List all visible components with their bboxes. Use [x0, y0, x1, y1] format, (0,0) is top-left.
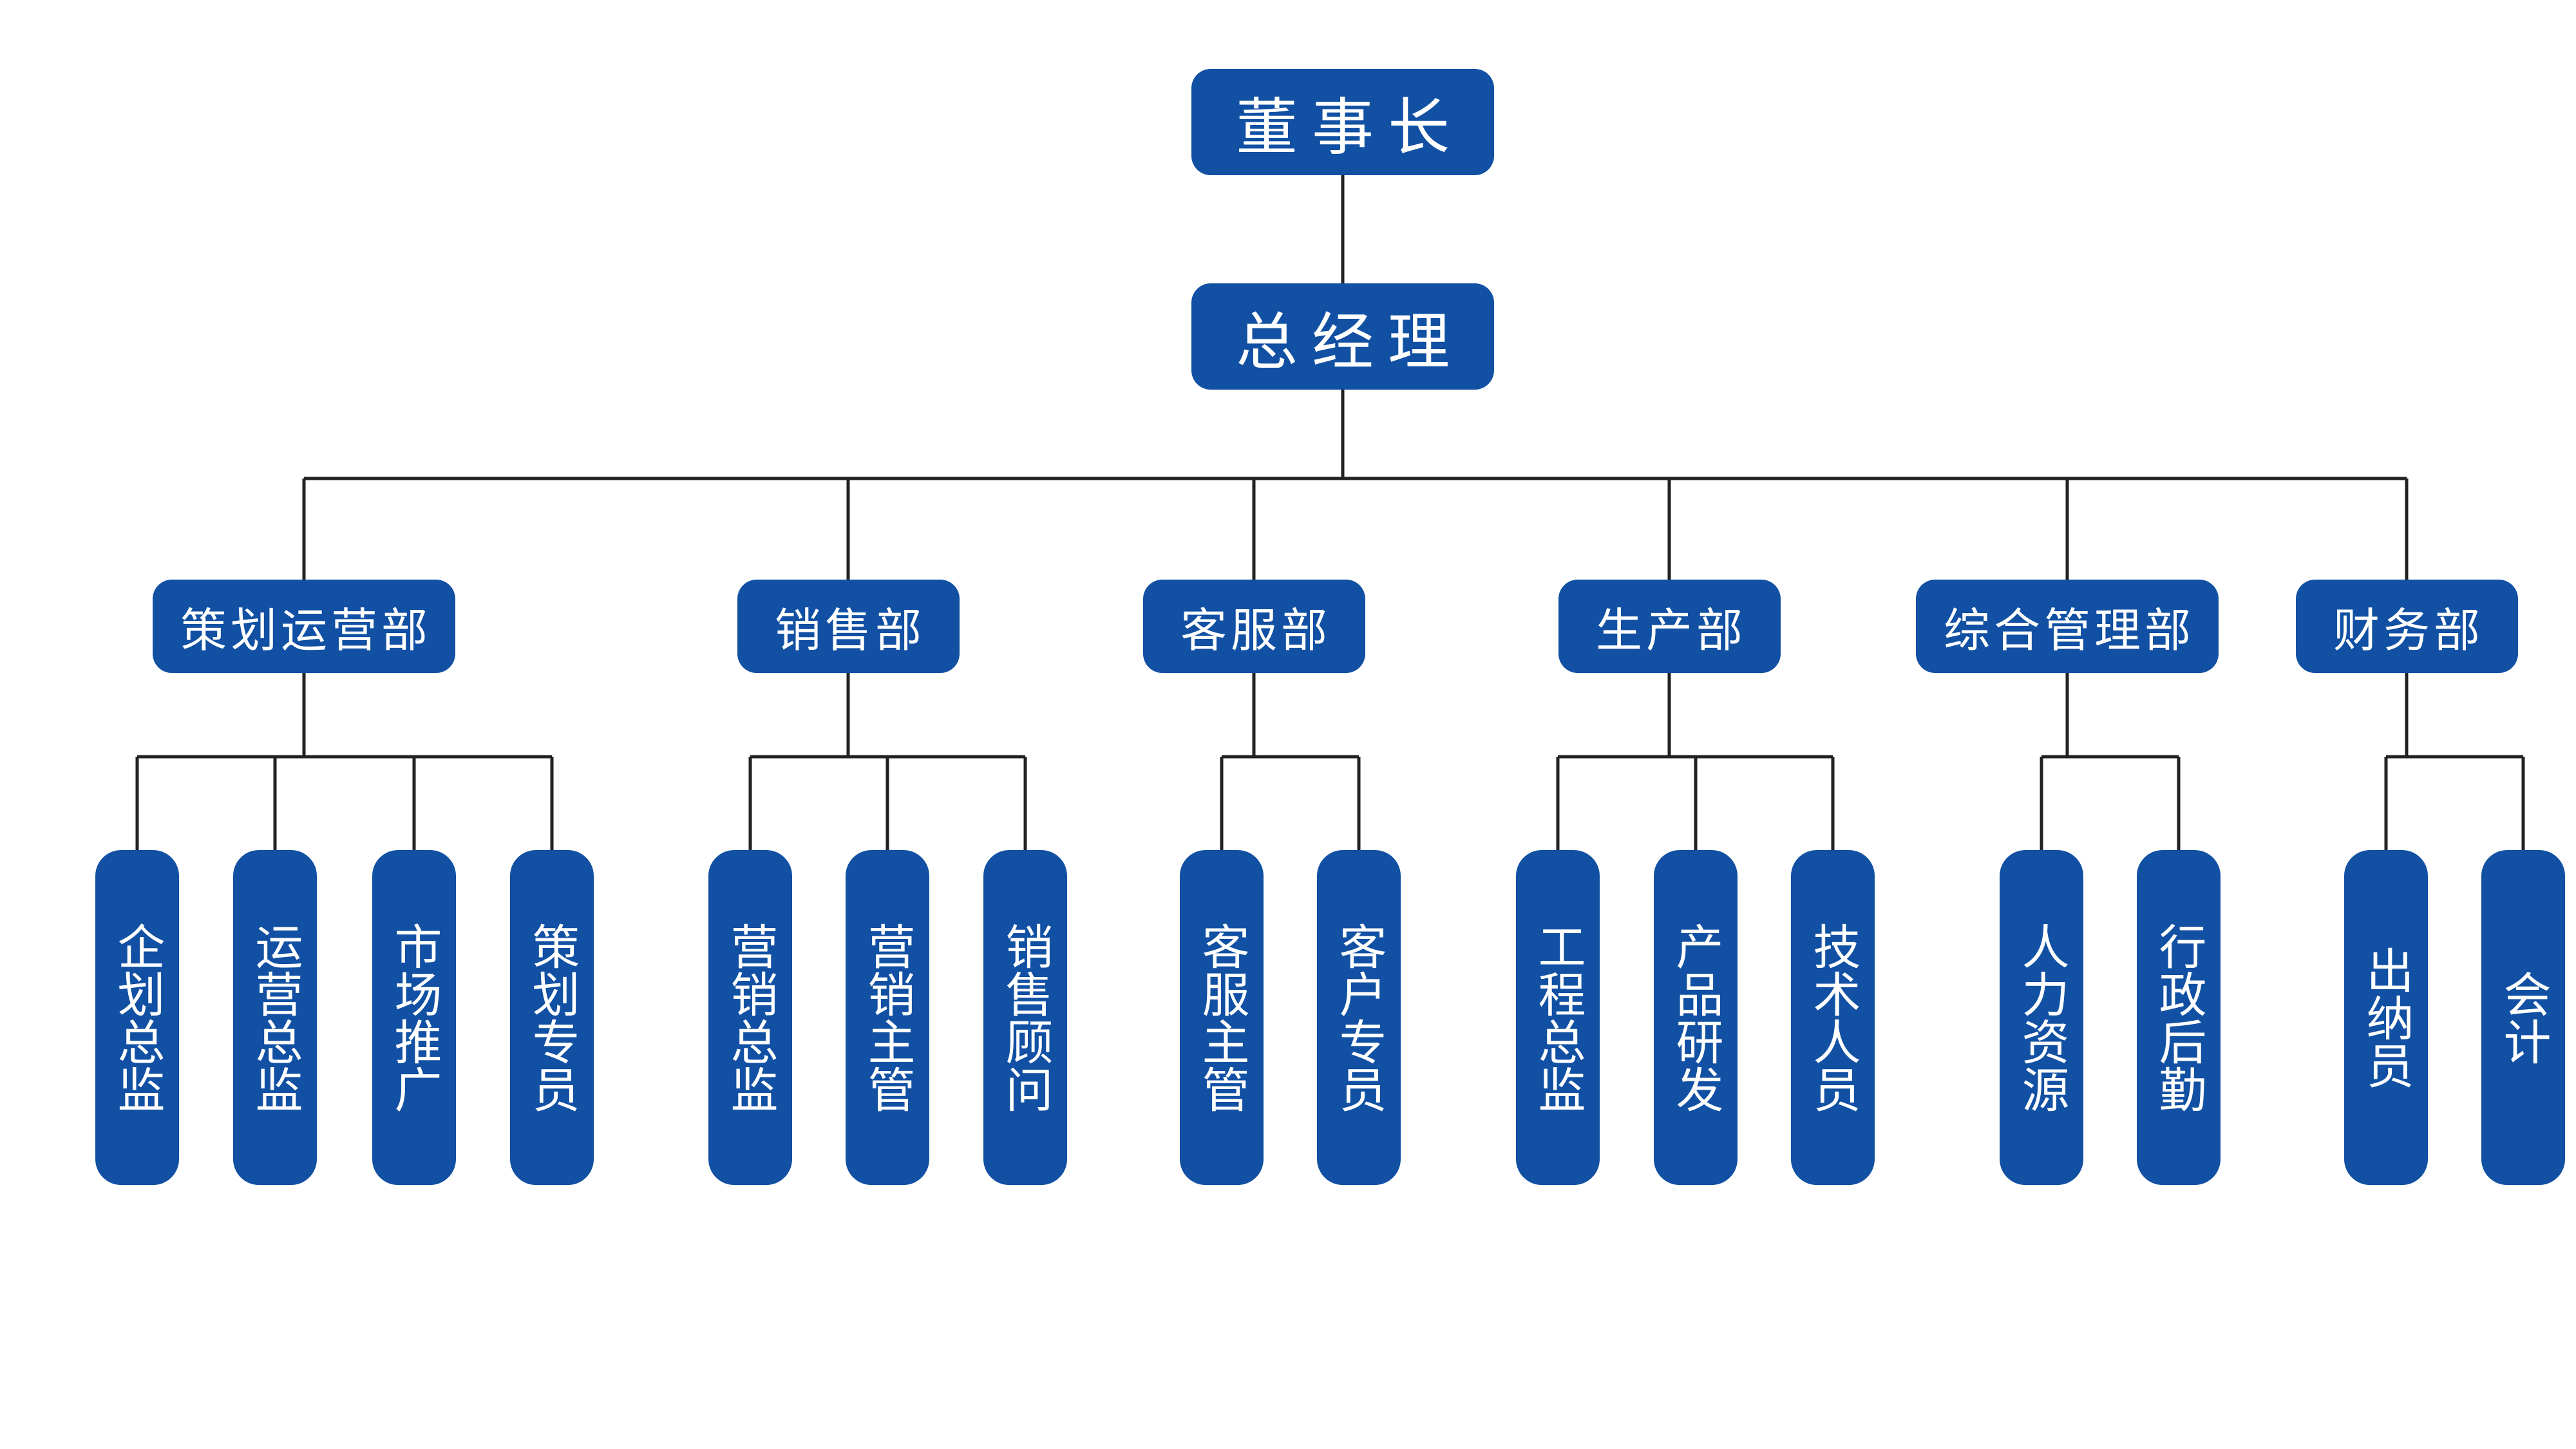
role-label: 技术人员	[1805, 922, 1861, 1113]
role-label: 客服主管	[1194, 922, 1249, 1113]
role-label: 出纳员	[2358, 946, 2414, 1089]
role-label: 人力资源	[2014, 922, 2069, 1113]
role-node[interactable]: 会计	[2481, 850, 2565, 1185]
department-node[interactable]: 财务部	[2295, 580, 2518, 673]
ceo-node[interactable]: 总经理	[1191, 283, 1494, 390]
chairman-label: 董事长	[1236, 91, 1464, 164]
department-label: 综合管理部	[1943, 603, 2195, 658]
role-label: 工程总监	[1530, 922, 1586, 1113]
role-label: 营销总监	[723, 922, 778, 1113]
role-label: 企划总监	[109, 922, 165, 1113]
role-node[interactable]: 客户专员	[1317, 850, 1401, 1185]
role-label: 行政后勤	[2151, 922, 2206, 1113]
role-label: 营销主管	[860, 922, 915, 1113]
role-label: 策划专员	[524, 922, 580, 1113]
role-label: 运营总监	[247, 922, 303, 1113]
chairman-node[interactable]: 董事长	[1191, 69, 1494, 175]
role-node[interactable]: 技术人员	[1791, 850, 1875, 1185]
ceo-label: 总经理	[1236, 306, 1464, 378]
role-node[interactable]: 工程总监	[1516, 850, 1600, 1185]
role-node[interactable]: 营销主管	[846, 850, 929, 1185]
department-label: 销售部	[774, 603, 925, 658]
role-label: 销售顾问	[998, 922, 1053, 1113]
role-node[interactable]: 市场推广	[372, 850, 456, 1185]
role-node[interactable]: 出纳员	[2344, 850, 2428, 1185]
department-node[interactable]: 客服部	[1142, 580, 1365, 673]
role-node[interactable]: 行政后勤	[2137, 850, 2221, 1185]
role-node[interactable]: 策划专员	[510, 850, 594, 1185]
role-node[interactable]: 运营总监	[233, 850, 317, 1185]
role-label: 市场推广	[386, 922, 442, 1113]
department-node[interactable]: 综合管理部	[1916, 580, 2219, 673]
role-node[interactable]: 客服主管	[1180, 850, 1264, 1185]
department-label: 生产部	[1595, 603, 1747, 658]
role-node[interactable]: 营销总监	[708, 850, 792, 1185]
department-label: 策划运营部	[180, 603, 431, 658]
department-node[interactable]: 生产部	[1558, 580, 1781, 673]
department-node[interactable]: 销售部	[737, 580, 960, 673]
role-label: 会计	[2496, 970, 2551, 1065]
department-label: 客服部	[1180, 603, 1331, 658]
department-node[interactable]: 策划运营部	[153, 580, 455, 673]
role-label: 客户专员	[1331, 922, 1387, 1113]
role-node[interactable]: 企划总监	[95, 850, 179, 1185]
role-node[interactable]: 人力资源	[2000, 850, 2083, 1185]
role-node[interactable]: 销售顾问	[983, 850, 1067, 1185]
role-node[interactable]: 产品研发	[1654, 850, 1738, 1185]
role-label: 产品研发	[1668, 922, 1723, 1113]
department-label: 财务部	[2333, 603, 2484, 658]
